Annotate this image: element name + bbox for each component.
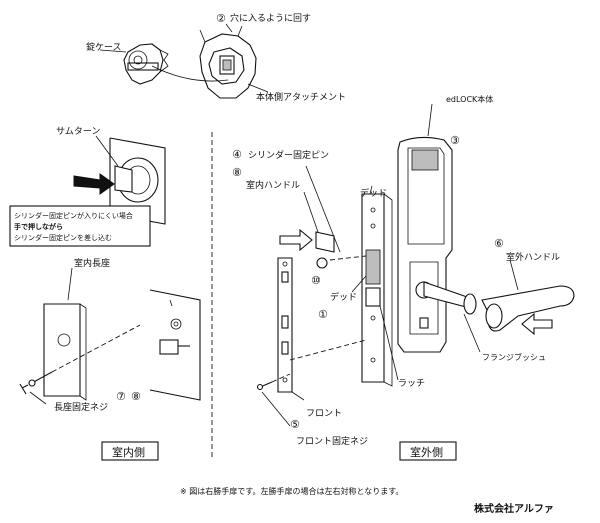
escutcheon-screw: [19, 371, 53, 395]
latch-label: ラッチ: [398, 378, 425, 389]
screw-guide-line: [51, 324, 141, 373]
edlock-body: [397, 136, 453, 353]
marker-5: ⑤: [290, 418, 300, 431]
indoor-escutcheon-plate: [43, 303, 87, 401]
indoor-handle-arrow: [279, 228, 335, 269]
front-label: フロント: [306, 409, 342, 419]
outdoor-handle-label: 室外ハンドル: [506, 251, 560, 263]
cylinder-pin-label: シリンダー固定ピン: [248, 149, 329, 161]
marker-8-lower: ⑧: [131, 390, 141, 403]
dead-mid-label: デッド: [330, 291, 357, 303]
assembly-guide-2: [329, 255, 367, 261]
thumb-turn-leader: [95, 135, 119, 167]
marker-6: ⑥: [494, 237, 504, 250]
marker-7: ⑦: [116, 390, 126, 403]
outdoor-side-label: 室外側: [410, 445, 443, 459]
cam-to-attachment-line: [151, 65, 229, 82]
screw-leader: [29, 391, 47, 405]
lock-case-cam: [123, 43, 169, 85]
front-screw-label: フロント固定ネジ: [296, 435, 368, 447]
escutcheon-screw-label: 長座固定ネジ: [54, 401, 108, 413]
note-line-3: シリンダー固定ピンを差し込む: [14, 233, 112, 242]
dead-mid-leader: [351, 275, 367, 293]
mortise-lock-case: [361, 193, 393, 387]
flange-bush-arrow: [521, 312, 553, 336]
outdoor-handle: [423, 281, 575, 332]
attachment-leader: [247, 83, 269, 93]
flange-leader: [463, 313, 481, 353]
escutcheon-leader: [67, 267, 73, 301]
assembly-guide-1: [289, 339, 367, 361]
note-box: [9, 205, 151, 247]
indoor-side-box: [101, 441, 159, 461]
front-screw-leader: [261, 391, 291, 427]
dead-top-leader: [369, 185, 373, 195]
outdoor-handle-leader: [509, 259, 519, 291]
note-line-2: 手で押しながら: [14, 222, 63, 231]
indoor-handle-label: 室内ハンドル: [246, 179, 300, 191]
front-screw-guide: [271, 373, 291, 383]
step2-leader: [225, 23, 233, 33]
marker-10: ⑩: [311, 274, 321, 287]
front-plate: [277, 257, 293, 393]
front-screw: [256, 381, 273, 391]
flange-bush-label: フランジブッシュ: [482, 352, 546, 362]
indoor-side-label: 室内側: [112, 445, 145, 459]
door-inner-surface: [149, 289, 201, 401]
body-attachment-label: 本体側アタッチメント: [256, 91, 346, 103]
lock-case-leader: [99, 49, 127, 53]
front-leader: [291, 391, 305, 401]
marker-3: ③: [450, 134, 460, 147]
company-name: 株式会社アルファ: [474, 502, 554, 515]
body-attachment: [199, 25, 257, 99]
latch-leader: [379, 305, 399, 381]
note-line-1: シリンダー固定ピンが入りにくい場合: [14, 211, 133, 220]
edlock-leader: [427, 103, 433, 137]
footnote: ※ 図は右勝手扉です。左勝手扉の場合は左右対称となります。: [180, 486, 403, 496]
lock-case-label: 錠ケース: [86, 41, 122, 53]
marker-2: ②: [216, 12, 226, 25]
dead-top-label: デッド: [360, 187, 387, 199]
thumb-turn-label: サムターン: [56, 126, 100, 137]
marker-8-upper: ⑧: [232, 166, 242, 179]
handle-leader: [303, 191, 319, 233]
marker-4: ④: [232, 148, 242, 161]
escutcheon-label: 室内長座: [74, 257, 110, 269]
step2-label: 穴に入るように回す: [230, 12, 311, 24]
edlock-label: edLOCK本体: [446, 94, 493, 104]
marker-1: ①: [318, 308, 328, 321]
outdoor-side-box: [399, 441, 457, 461]
